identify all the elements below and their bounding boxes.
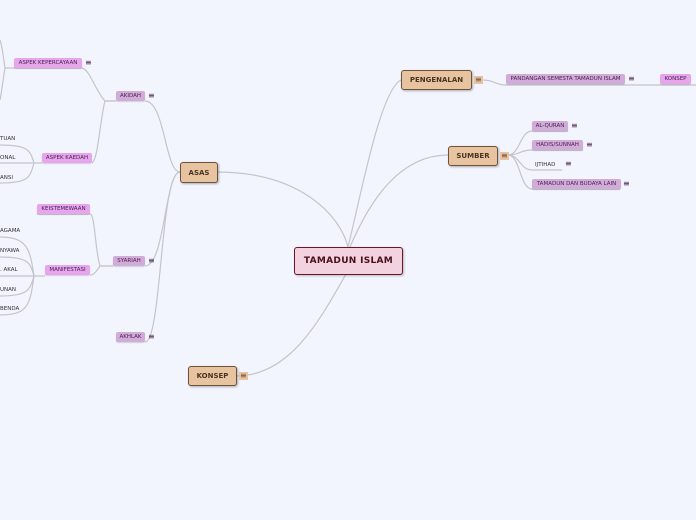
node-syariah[interactable]: SYARIAH [113, 256, 145, 266]
note-icon[interactable]: ≡ [500, 151, 509, 160]
node-manifestasi-item[interactable]: . AKAL [0, 267, 18, 273]
node-asas[interactable]: ASAS [180, 162, 218, 183]
note-icon[interactable]: ≡ [148, 256, 155, 265]
node-keistimewaan[interactable]: KEISTEMEWAAN [37, 204, 90, 214]
note-icon[interactable]: ≡ [586, 140, 593, 149]
node-pengenalan[interactable]: PENGENALAN [401, 70, 472, 90]
node-konsep-sub[interactable]: KONSEP [660, 74, 691, 84]
note-icon[interactable]: ≡ [571, 121, 578, 130]
node-manifestasi[interactable]: MANIFESTASI [45, 265, 90, 275]
note-icon[interactable]: ≡ [628, 74, 635, 83]
node-konsep[interactable]: KONSEP [188, 366, 237, 386]
node-hadis-sunnah[interactable]: HADIS/SUNNAH [532, 140, 583, 150]
node-ijtihad[interactable]: IJTIHAD [535, 162, 556, 168]
note-icon[interactable]: ≡ [474, 75, 483, 84]
node-akhlak[interactable]: AKHLAK [116, 332, 145, 342]
node-aspek-kepercayaan[interactable]: ASPEK KEPERCAYAAN [14, 58, 82, 68]
note-icon[interactable]: ≡ [623, 179, 630, 188]
node-pandangan-semesta[interactable]: PANDANGAN SEMESTA TAMADUN ISLAM [506, 74, 625, 84]
node-aspek-kaedah[interactable]: ASPEK KAEDAH [42, 153, 92, 163]
note-icon[interactable]: ≡ [148, 332, 155, 341]
node-akidah[interactable]: AKIDAH [116, 91, 145, 101]
node-sumber[interactable]: SUMBER [448, 146, 498, 166]
node-kaedah-item[interactable]: ANSI [0, 175, 13, 181]
node-manifestasi-item[interactable]: UNAN [0, 287, 17, 293]
node-tamadun-budaya-lain[interactable]: TAMADUN DAN BUDAYA LAIN [532, 179, 621, 189]
node-manifestasi-item[interactable]: AGAMA [0, 228, 21, 234]
node-manifestasi-item[interactable]: BENDA [0, 306, 20, 312]
note-icon[interactable]: ≡ [239, 371, 248, 380]
node-manifestasi-item[interactable]: NYAWA [0, 248, 20, 254]
node-kaedah-item[interactable]: TUAN [0, 136, 16, 142]
node-kaedah-item[interactable]: ONAL [0, 155, 16, 161]
root-node-tamadun-islam[interactable]: TAMADUN ISLAM [294, 247, 403, 275]
note-icon[interactable]: ≡ [565, 159, 572, 168]
note-icon[interactable]: ≡ [85, 58, 92, 67]
node-al-quran[interactable]: AL-QURAN [532, 121, 568, 131]
note-icon[interactable]: ≡ [148, 91, 155, 100]
